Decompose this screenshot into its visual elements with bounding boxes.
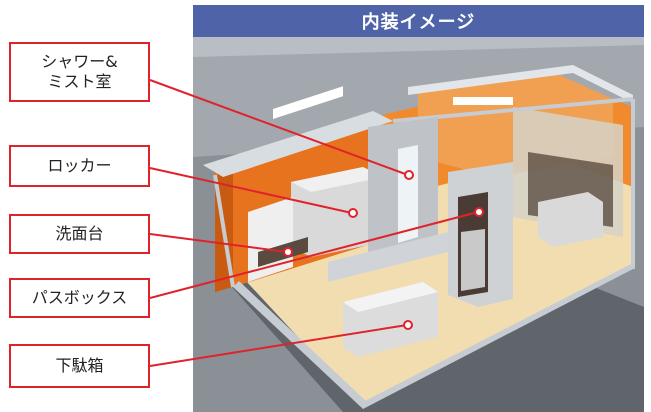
label-washstand: 洗面台 [9,214,150,254]
label-shower-line2: ミスト室 [47,72,112,91]
label-shower-line1: シャワー& [41,52,118,71]
label-locker: ロッカー [9,145,150,187]
label-shower-mist-room: シャワー& ミスト室 [9,42,150,102]
room-illustration [193,37,644,412]
diagram-title: 内装イメージ [193,5,644,37]
label-shoe-box: 下駄箱 [9,344,150,388]
label-passbox: パスボックス [9,278,150,318]
